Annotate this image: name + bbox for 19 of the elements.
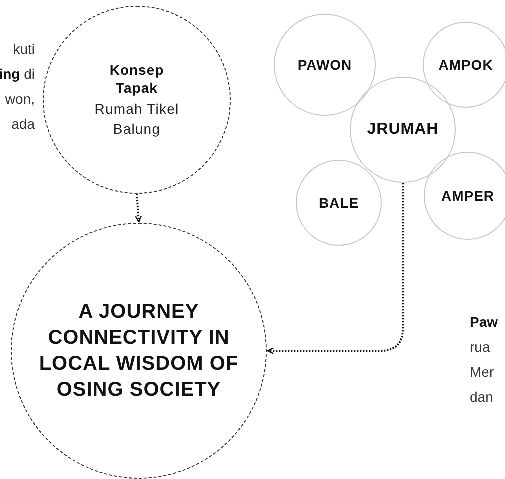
dotted-arrow <box>267 183 404 354</box>
circle-title: A JOURNEY CONNECTIVITY IN LOCAL WISDOM OF OSING SOCIETY <box>38 300 240 403</box>
circle <box>296 160 382 246</box>
paragraph-text: Paw rua Mer dan <box>470 313 500 407</box>
dotted-arrow <box>135 194 142 223</box>
dashed-circle <box>11 223 267 479</box>
circle-subtitle: Rumah Tikel Balung <box>94 100 180 140</box>
circle-title: PAWON <box>296 56 354 74</box>
circle <box>423 22 505 108</box>
dashed-circle <box>43 6 231 194</box>
circle <box>274 14 376 116</box>
circle <box>350 77 456 183</box>
circle-title: AMPER <box>440 186 496 206</box>
paragraph-text: kuti ing di won, ada <box>0 40 35 134</box>
circle-title: Konsep Tapak <box>108 60 166 97</box>
circle-title: BALE <box>318 194 360 212</box>
circle-title: AMPOK <box>438 56 494 74</box>
circle <box>424 152 505 240</box>
circle-title: JRUMAH <box>366 120 440 140</box>
